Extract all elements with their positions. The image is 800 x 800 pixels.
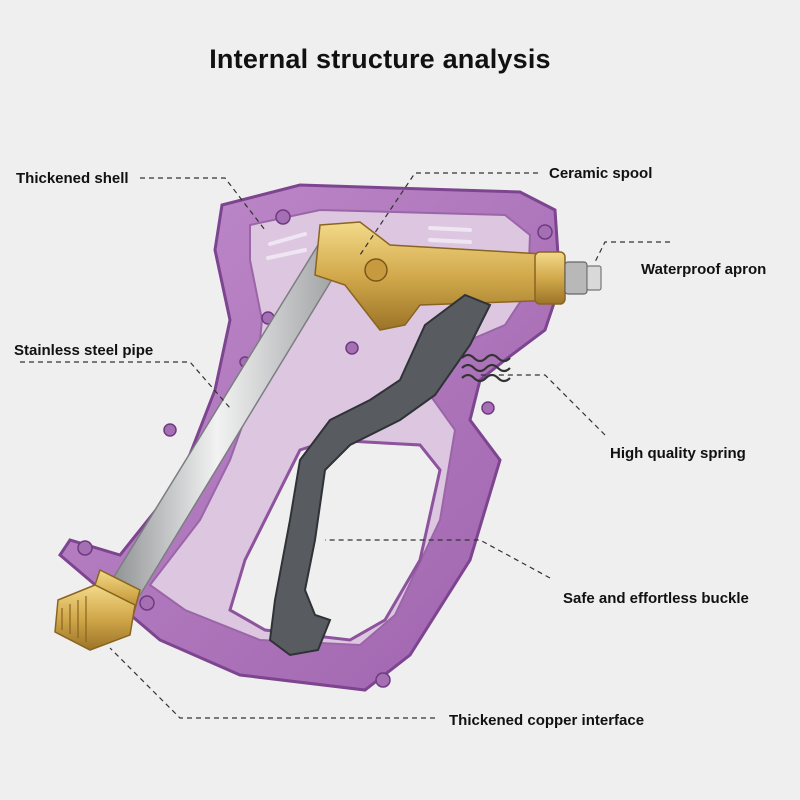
leader-lines [20, 172, 670, 719]
label-waterproof-apron: Waterproof apron [641, 261, 767, 278]
leader-waterproof-apron [594, 241, 670, 263]
copper-interface [54, 568, 141, 651]
label-stainless-steel-pipe: Stainless steel pipe [14, 342, 154, 359]
leader-ceramic-spool [359, 172, 538, 256]
label-high-quality-spring: High quality spring [610, 445, 746, 462]
diagram-title: Internal structure analysis [209, 44, 551, 74]
trigger-buckle [268, 293, 492, 657]
leader-copper-interface [109, 647, 435, 719]
leader-thickened-shell [140, 177, 266, 231]
leader-safe-buckle [325, 539, 551, 579]
leader-stainless-steel-pipe [20, 361, 231, 409]
label-thickened-shell: Thickened shell [16, 170, 129, 187]
brass-valve-body [314, 221, 602, 331]
label-ceramic-spool: Ceramic spool [549, 165, 653, 182]
label-copper-interface: Thickened copper interface [449, 712, 645, 729]
label-safe-buckle: Safe and effortless buckle [563, 590, 749, 607]
trigger-spring [461, 353, 511, 383]
leader-high-quality-spring [480, 374, 606, 436]
